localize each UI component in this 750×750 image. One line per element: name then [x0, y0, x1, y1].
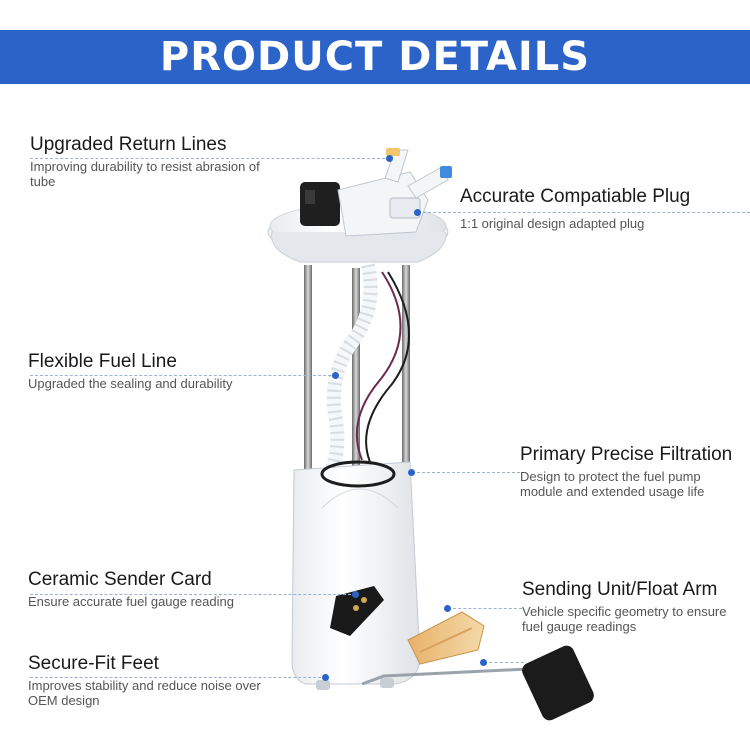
feature-description: Improving durability to resist abrasion … [30, 159, 260, 189]
ceramic-sender-card [330, 586, 384, 636]
feature-filtration: Primary Precise Filtration Design to pro… [520, 444, 735, 499]
support-rod [402, 265, 410, 507]
feature-sender-card: Ceramic Sender Card Ensure accurate fuel… [28, 569, 288, 609]
reservoir [291, 461, 421, 685]
feature-plug: Accurate Compatiable Plug 1:1 original d… [460, 186, 730, 231]
feature-float-arm: Sending Unit/Float Arm Vehicle specific … [522, 579, 737, 634]
float [522, 645, 594, 721]
feature-title: Sending Unit/Float Arm [522, 579, 718, 600]
filter-sock [407, 611, 485, 665]
page-title: PRODUCT DETAILS [159, 34, 591, 80]
float-arm [361, 666, 549, 686]
feature-title: Primary Precise Filtration [520, 444, 733, 465]
feature-description: Ensure accurate fuel gauge reading [28, 594, 234, 609]
feature-return-lines: Upgraded Return Lines Improving durabili… [30, 134, 270, 189]
feature-description: Design to protect the fuel pump module a… [520, 469, 705, 499]
feature-feet: Secure-Fit Feet Improves stability and r… [28, 653, 268, 708]
support-rod [352, 268, 360, 506]
feature-description: Vehicle specific geometry to ensure fuel… [522, 604, 727, 634]
feature-title: Flexible Fuel Line [28, 351, 177, 372]
support-rod [304, 265, 312, 507]
feature-description: 1:1 original design adapted plug [460, 216, 645, 231]
feature-description: Improves stability and reduce noise over… [28, 678, 261, 708]
feature-description: Upgraded the sealing and durability [28, 376, 233, 391]
feature-title: Accurate Compatiable Plug [460, 186, 691, 207]
feature-title: Secure-Fit Feet [28, 653, 159, 674]
title-banner: PRODUCT DETAILS [0, 30, 750, 84]
feature-fuel-line: Flexible Fuel Line Upgraded the sealing … [28, 351, 278, 391]
feature-title: Upgraded Return Lines [30, 134, 227, 155]
feature-title: Ceramic Sender Card [28, 569, 212, 590]
foot [316, 680, 330, 690]
